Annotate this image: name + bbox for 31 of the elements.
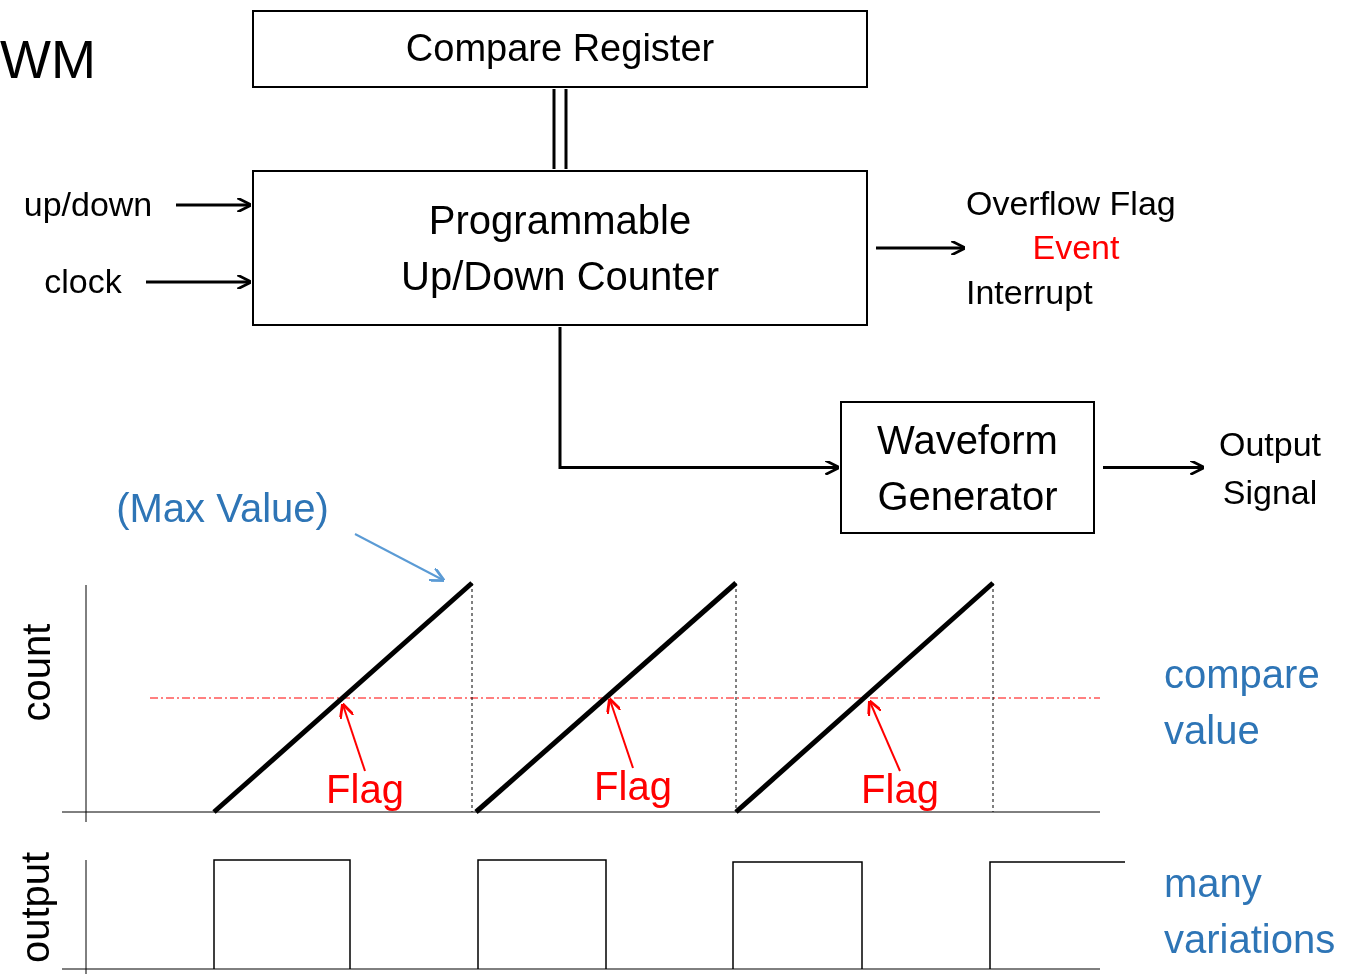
box-title: Waveform Generator — [876, 416, 1059, 520]
leader-line — [354, 533, 446, 583]
output-label: Output Signal — [1217, 424, 1323, 513]
arrow — [876, 239, 967, 257]
comparison-lines — [552, 87, 568, 171]
counter-box — [252, 170, 868, 326]
callout-text: (Max Value) — [116, 485, 329, 532]
flag-text: Flag — [326, 766, 404, 813]
box-title: Compare Register — [405, 26, 715, 72]
arrow — [146, 273, 253, 291]
box-title: Programmable Up/Down Counter — [400, 197, 720, 300]
register-box — [252, 10, 868, 88]
leader-line — [606, 697, 634, 769]
flag-text: Flag — [861, 766, 939, 813]
slide-title: WM — [0, 28, 96, 90]
leader-line — [867, 699, 901, 772]
leader-line — [338, 702, 366, 772]
generator-box — [840, 401, 1095, 534]
input-label: up/down — [23, 184, 153, 226]
interrupt-output-label: Interrupt — [966, 271, 1093, 313]
flag-output-label: Overflow Flag — [966, 183, 1176, 225]
note-text: many variations — [1164, 860, 1337, 963]
note-text: compare value — [1164, 651, 1321, 754]
input-label: clock — [44, 261, 122, 303]
arrow — [558, 327, 841, 476]
axis-label: count — [14, 623, 60, 722]
axis-label: output — [13, 851, 59, 964]
event-output-label: Event — [1032, 227, 1120, 269]
arrow — [176, 196, 253, 214]
flag-text: Flag — [594, 763, 672, 810]
arrow — [1103, 459, 1206, 476]
